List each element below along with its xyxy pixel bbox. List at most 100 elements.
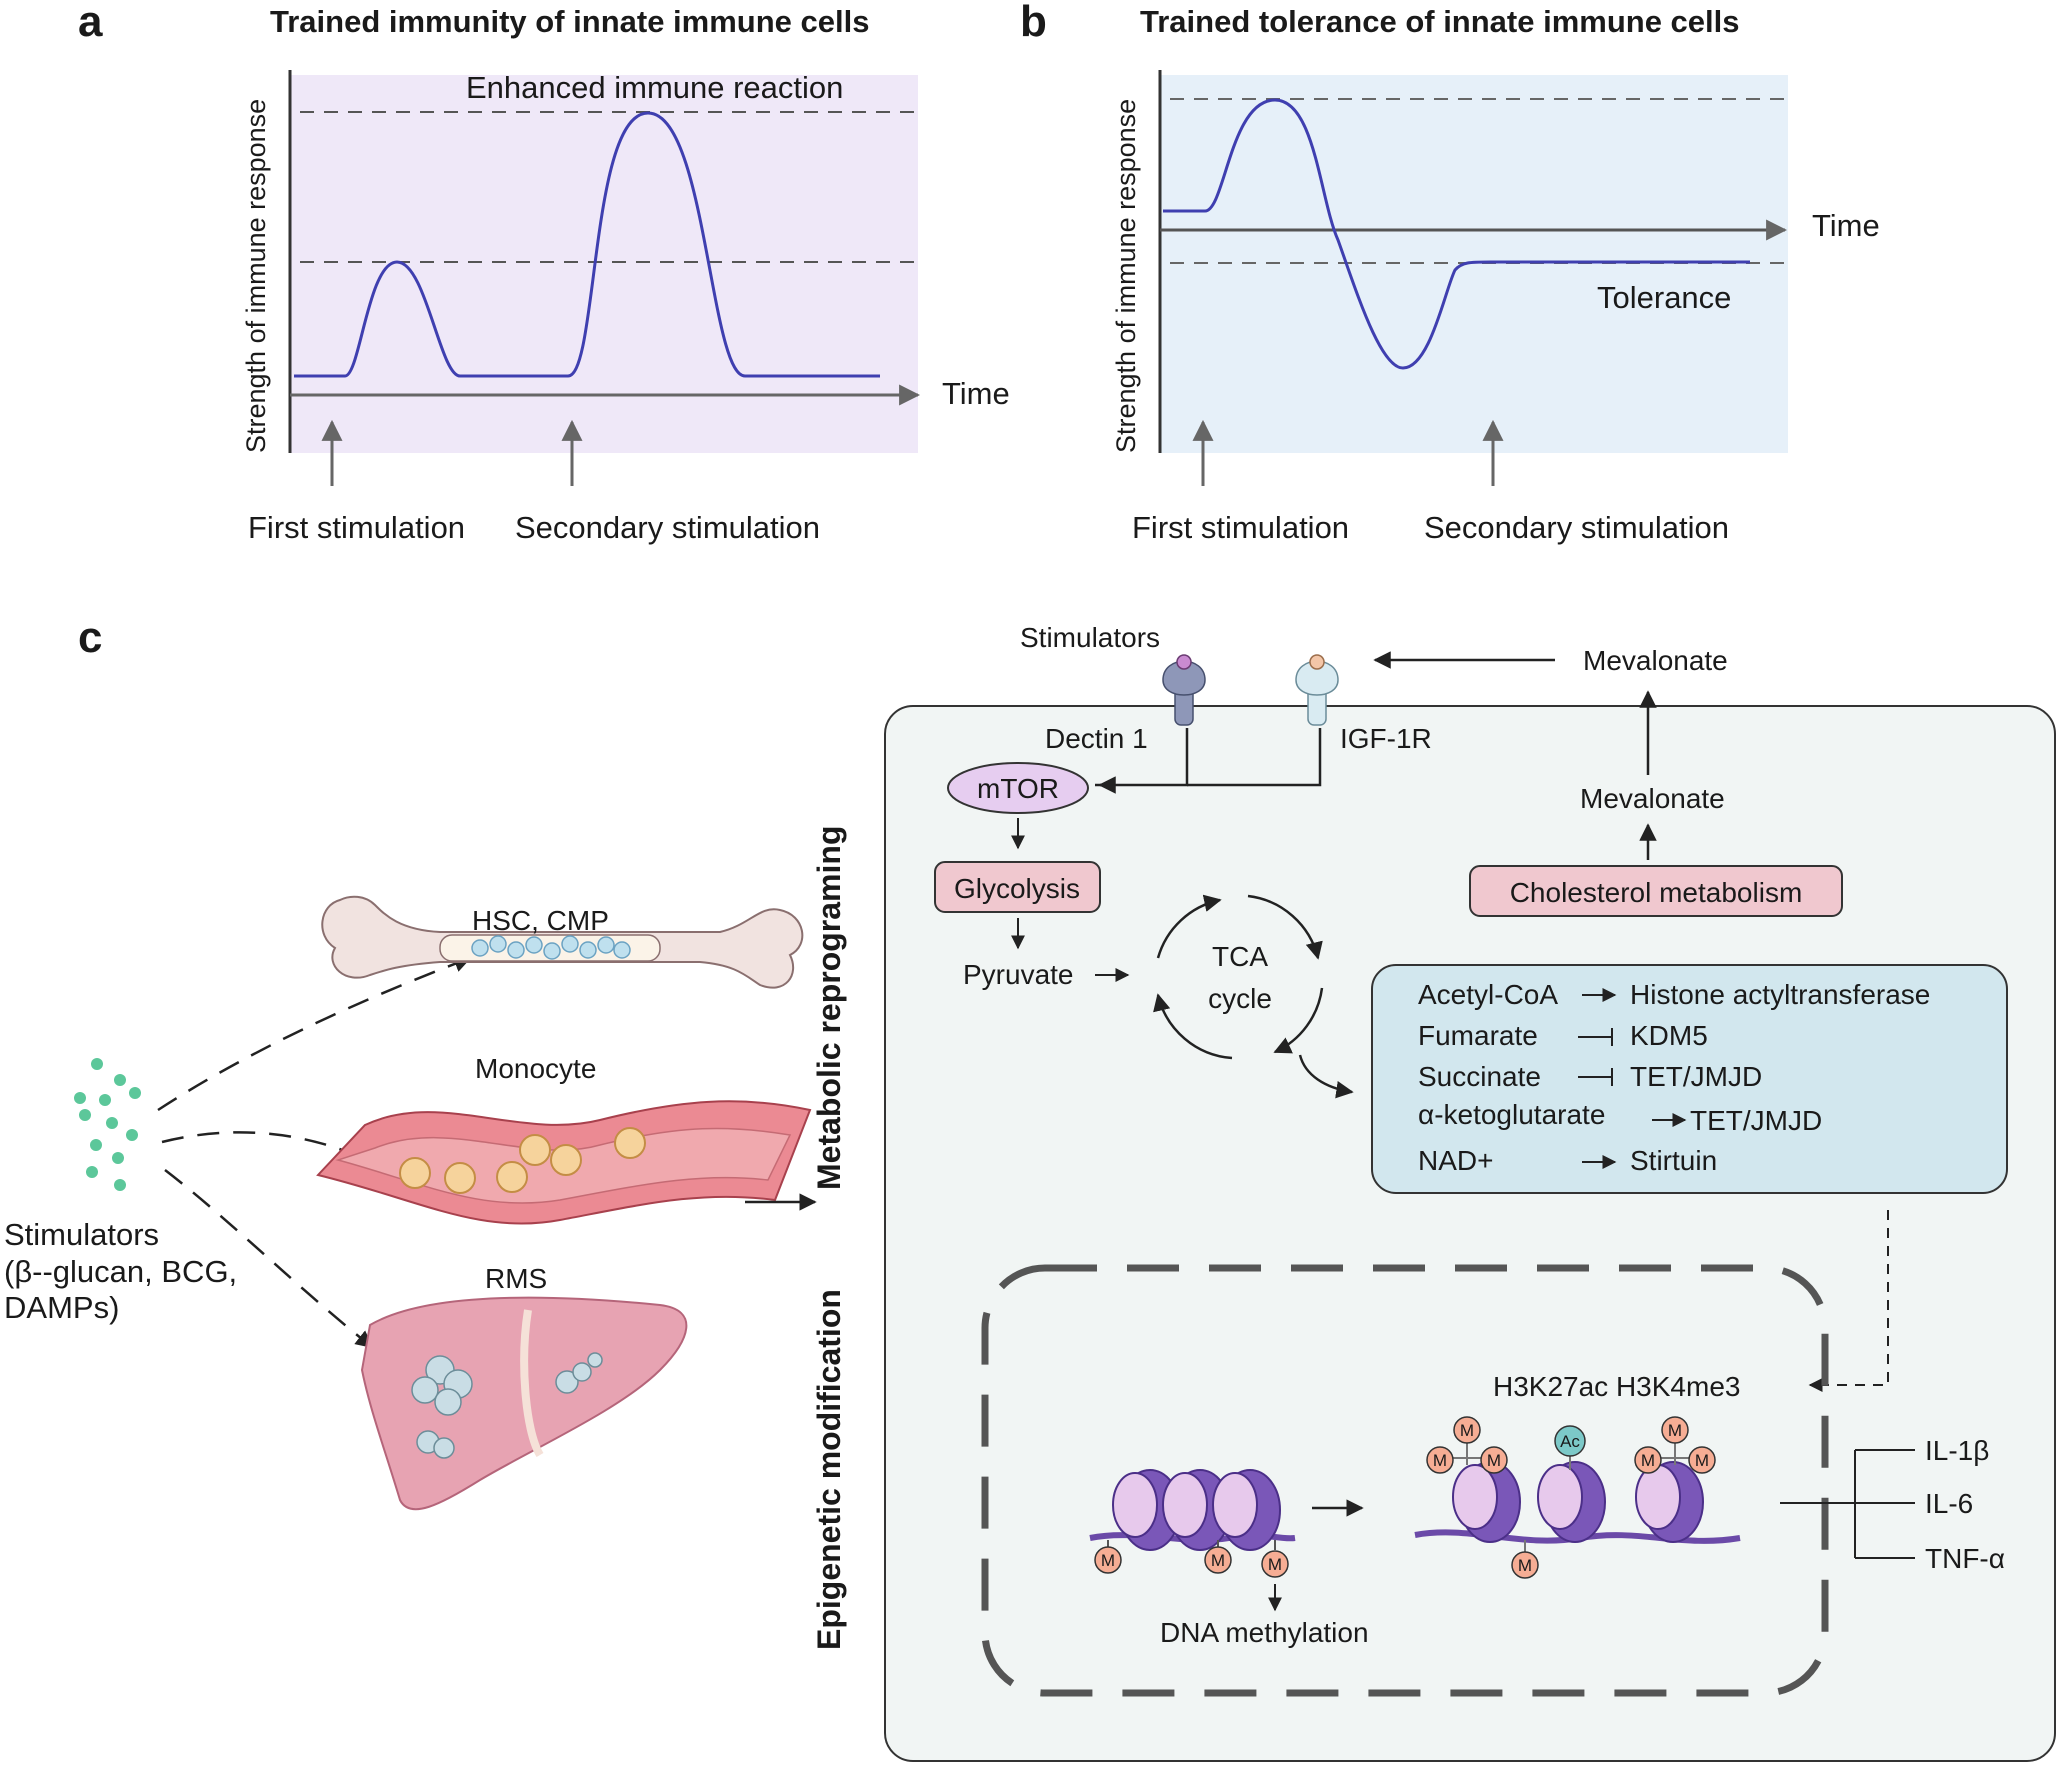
cytokine-il6: IL-6 [1925, 1488, 1973, 1519]
methyl-mark-label: M [1518, 1556, 1532, 1575]
dna-methylation-label: DNA methylation [1160, 1617, 1369, 1648]
open-chromatin-icon [1414, 1430, 1741, 1552]
acetyl-mark-label: Ac [1560, 1432, 1580, 1451]
panel-c: c Stimulators (β--glucan, BCG, DAMPs) HS… [4, 613, 2056, 1762]
metabolite-effects-list: Acetyl-CoA Histone actyltransferase Fuma… [1418, 979, 1930, 1176]
panel-b-secondary-stimulation: Secondary stimulation [1424, 510, 1729, 545]
methyl-mark [1261, 1550, 1289, 1578]
cholesterol-metabolism-box [1469, 865, 1843, 917]
glycolysis-box [934, 861, 1101, 913]
mtor-node [947, 762, 1089, 814]
methyl-mark-label: M [1268, 1555, 1282, 1574]
cytokine-tnfa: TNF-α [1925, 1543, 2005, 1574]
panel-b-x-label: Time [1812, 208, 1880, 243]
methyl-mark-label: M [1460, 1421, 1474, 1440]
tca-cycle-icon [1153, 894, 1354, 1099]
arrow-effects-to-histone [1808, 1210, 1889, 1392]
panel-a-letter: a [78, 0, 103, 46]
metabolite-row-4-target: TET/JMJD [1690, 1105, 1822, 1136]
methyl-mark [1204, 1546, 1232, 1574]
methyl-mark [1661, 1416, 1689, 1444]
methyl-mark-label: M [1668, 1421, 1682, 1440]
pyruvate-label: Pyruvate [963, 959, 1074, 990]
bone-marrow-icon [321, 895, 804, 989]
glycolysis-label: Glycolysis [954, 873, 1080, 904]
stimulators-detail-line1: (β--glucan, BCG, [4, 1254, 237, 1289]
cytokine-il1b: IL-1β [1925, 1435, 1989, 1466]
methyl-mark-label: M [1695, 1451, 1709, 1470]
methyl-mark-label: M [1641, 1451, 1655, 1470]
panel-b-response-curve [1163, 98, 1750, 370]
tca-label-line2: cycle [1208, 983, 1272, 1014]
dectin-label: Dectin 1 [1045, 723, 1148, 754]
methyl-mark [1094, 1546, 1122, 1574]
igf1r-receptor-icon [1295, 654, 1339, 726]
panel-a-y-label: Strength of immune response [241, 99, 271, 453]
panel-a-first-stimulation: First stimulation [248, 510, 465, 545]
blood-vessel-icon [316, 1100, 812, 1225]
mtor-label: mTOR [977, 773, 1059, 804]
stimulator-particles-icon [74, 1058, 141, 1191]
panel-b-letter: b [1020, 0, 1047, 46]
liver-icon [360, 1296, 688, 1511]
cholesterol-label: Cholesterol metabolism [1510, 877, 1803, 908]
metabolite-row-5-target: Stirtuin [1630, 1145, 1717, 1176]
enhanced-reaction-label: Enhanced immune reaction [466, 70, 843, 105]
panel-a-secondary-stimulation: Secondary stimulation [515, 510, 820, 545]
panel-a-response-curve [294, 111, 880, 378]
methyl-mark-label: M [1211, 1551, 1225, 1570]
bone-label: HSC, CMP [472, 905, 609, 936]
acetyl-mark [1554, 1425, 1586, 1457]
panel-a-x-label: Time [942, 376, 1010, 411]
metabolite-row-1-target: Histone actyltransferase [1630, 979, 1930, 1010]
methyl-mark [1480, 1446, 1508, 1474]
vessel-label: Monocyte [475, 1053, 596, 1084]
stimulators-title: Stimulators [4, 1217, 159, 1252]
metabolite-row-4-name: α-ketoglutarate [1418, 1099, 1605, 1130]
metabolite-row-5-name: NAD+ [1418, 1145, 1493, 1176]
arrow-to-bone [157, 955, 472, 1112]
histone-marks-group: M M M Ac M M M M [1426, 1416, 1716, 1579]
igf1r-signal-line [1187, 728, 1322, 787]
metabolic-reprograming-label: Metabolic reprograming [811, 826, 847, 1191]
metabolite-row-2-target: KDM5 [1630, 1020, 1708, 1051]
histone-marks-label: H3K27ac H3K4me3 [1493, 1371, 1740, 1402]
panel-b-first-stimulation: First stimulation [1132, 510, 1349, 545]
panel-a-background [290, 75, 918, 453]
epigenetic-modification-label: Epigenetic modification [811, 1289, 847, 1650]
methyl-mark [1634, 1446, 1662, 1474]
metabolite-effects-box [1371, 964, 2008, 1194]
panel-b-title: Trained tolerance of innate immune cells [1140, 4, 1740, 39]
arrow-to-liver [164, 1169, 374, 1349]
mevalonate-outside-label: Mevalonate [1583, 645, 1728, 676]
metabolite-row-3-name: Succinate [1418, 1061, 1541, 1092]
cytokine-bracket [1780, 1449, 1915, 1559]
methyl-mark [1453, 1416, 1481, 1444]
mevalonate-inside-label: Mevalonate [1580, 783, 1725, 814]
tca-label-line1: TCA [1212, 941, 1268, 972]
methyl-mark-label: M [1433, 1451, 1447, 1470]
metabolite-row-2-name: Fumarate [1418, 1020, 1538, 1051]
panel-b: b Trained tolerance of innate immune cel… [1020, 0, 1880, 545]
methyl-mark-label: M [1487, 1451, 1501, 1470]
nucleus-dashed-box [981, 1264, 1829, 1697]
panel-a: a Trained immunity of innate immune cell… [78, 0, 1010, 545]
tolerance-label: Tolerance [1597, 280, 1731, 315]
methyl-mark [1426, 1446, 1454, 1474]
metabolite-row-3-target: TET/JMJD [1630, 1061, 1762, 1092]
panel-a-title: Trained immunity of innate immune cells [270, 4, 869, 39]
metabolite-row-1-name: Acetyl-CoA [1418, 979, 1558, 1010]
compact-chromatin-icon [1089, 1469, 1296, 1551]
panel-b-y-label: Strength of immune response [1111, 99, 1141, 453]
igf1r-label: IGF-1R [1340, 723, 1432, 754]
methyl-mark [1511, 1551, 1539, 1579]
panel-c-letter: c [78, 613, 102, 662]
dectin-receptor-icon [1162, 654, 1206, 726]
stimulators-detail-line2: DAMPs) [4, 1290, 119, 1325]
liver-label: RMS [485, 1263, 547, 1294]
dna-methyl-marks: M M M [1094, 1546, 1289, 1578]
methyl-mark-label: M [1101, 1551, 1115, 1570]
methyl-mark [1688, 1446, 1716, 1474]
stimulators-receptor-label: Stimulators [1020, 622, 1160, 653]
